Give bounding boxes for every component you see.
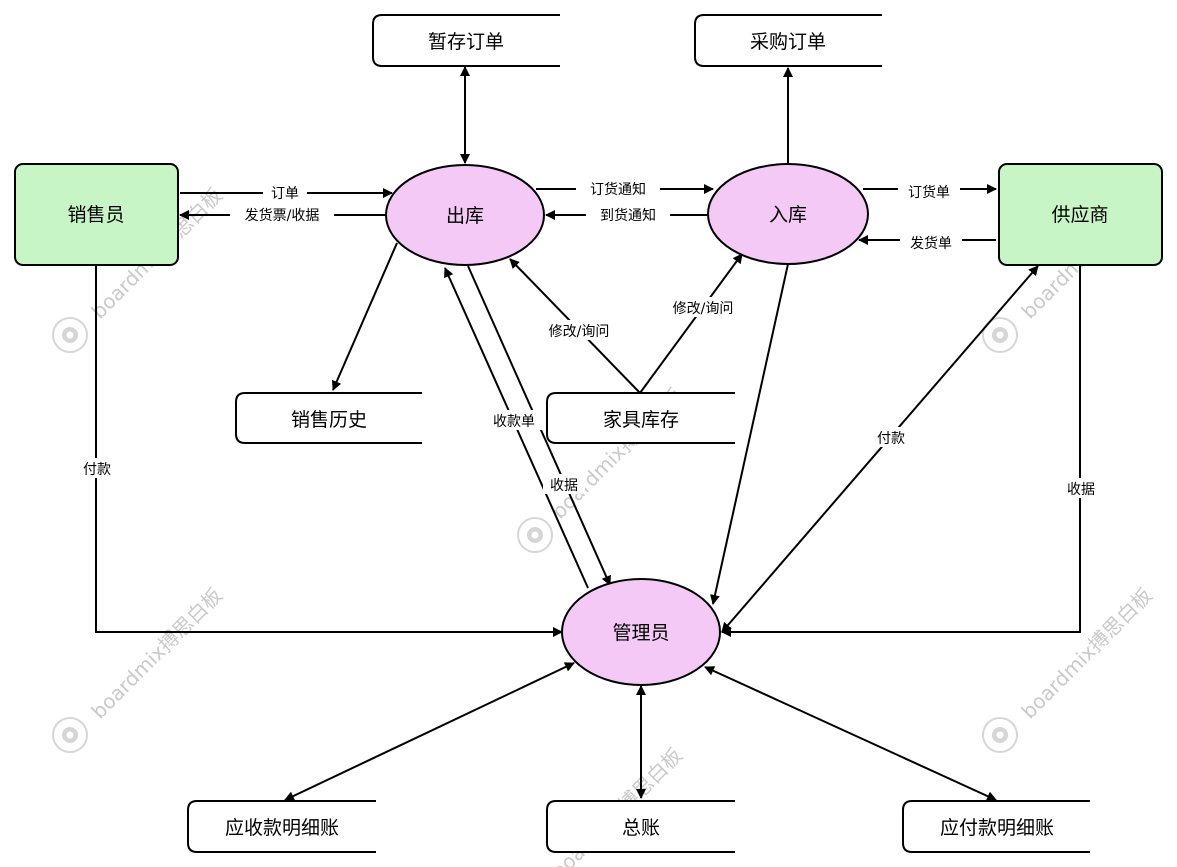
label-shipment-form: 发货单 (910, 235, 952, 252)
watermark-logo-icon (517, 517, 553, 553)
edge-receipt-supplier (721, 266, 1081, 637)
process-outbound-label: 出库 (446, 205, 484, 227)
store-payable-ledger (902, 800, 1090, 853)
store-temp-order (372, 14, 560, 67)
label-collection-form: 收款单 (493, 414, 535, 430)
watermark-text: boardmix搏思白板 (1017, 583, 1157, 723)
label-arrival-notice: 到货通知 (600, 207, 656, 224)
store-furniture-inventory-label: 家具库存 (603, 409, 679, 431)
data-store-labels: 暂存订单 采购订单 销售历史 家具库存 应收款明细账 总账 应付款明细账 (225, 31, 1054, 839)
store-purchase-order-label: 采购订单 (750, 31, 826, 53)
label-payment-supplier: 付款 (877, 431, 905, 447)
store-payable-ledger-label: 应付款明细账 (940, 817, 1054, 839)
process-admin-label: 管理员 (612, 622, 669, 644)
watermarks: boardmix搏思白板 boardmix搏思白板 boardmix搏思白板 b… (52, 183, 1157, 867)
entity-salesperson-label: 销售员 (67, 204, 124, 226)
label-receipt-supplier: 收据 (1067, 482, 1095, 498)
store-general-ledger-label: 总账 (622, 817, 660, 839)
store-general-ledger (546, 800, 735, 853)
watermark-logo-icon (52, 317, 88, 353)
store-sales-history-label: 销售历史 (291, 409, 367, 431)
watermark-logo-icon (52, 717, 88, 753)
label-order-notice: 订货通知 (590, 181, 646, 198)
edge-admin-payable (704, 666, 997, 801)
edge-payment-sales (95, 266, 563, 637)
watermark-logo-icon (982, 717, 1018, 753)
entity-salesperson: 销售员 (14, 163, 179, 266)
process-inbound: 入库 (707, 163, 869, 265)
store-receivable-ledger-label: 应收款明细账 (225, 817, 339, 839)
entity-supplier: 供应商 (998, 163, 1163, 266)
edge-labels: 订单 发货票/收据 订货通知 到货通知 订货单 发货单 修改/询问 修改/询问 … (76, 179, 1102, 498)
edge-outbound-sales-history (332, 242, 398, 391)
label-payment-sales: 付款 (83, 462, 111, 478)
store-temp-order-label: 暂存订单 (428, 31, 504, 53)
label-modify-query-inbound: 修改/询问 (673, 301, 734, 317)
edge-modify-query-inbound (639, 253, 743, 394)
entity-supplier-label: 供应商 (1051, 204, 1108, 226)
store-furniture-inventory (546, 392, 735, 444)
label-modify-query-outbound: 修改/询问 (549, 324, 610, 340)
label-order-form: 订货单 (908, 184, 950, 201)
store-receivable-ledger (187, 800, 376, 853)
process-outbound: 出库 (385, 164, 545, 266)
label-receipt-outbound: 收据 (550, 478, 578, 494)
watermark-text: boardmix搏思白板 (87, 583, 227, 723)
edge-admin-receivable (284, 662, 575, 801)
label-order: 订单 (271, 186, 299, 202)
data-stores (187, 14, 1090, 853)
process-inbound-label: 入库 (769, 204, 807, 226)
label-invoice-receipt: 发货票/收据 (245, 207, 320, 224)
store-sales-history (235, 392, 422, 444)
process-admin: 管理员 (561, 578, 721, 686)
store-purchase-order (694, 14, 882, 67)
edge-payment-supplier (721, 265, 1039, 633)
